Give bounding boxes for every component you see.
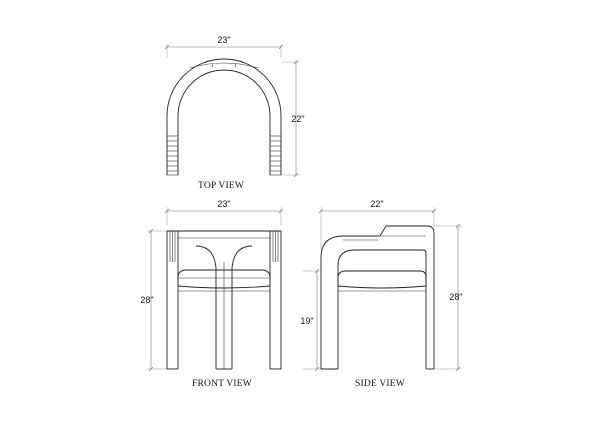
- side-view-height-dimension: [434, 223, 462, 372]
- front-view-title: FRONT VIEW: [192, 379, 252, 389]
- front-view: 23" 28": [140, 199, 284, 389]
- side-view: 22" 28" 19": [300, 199, 462, 389]
- side-view-depth-dimension: [318, 207, 437, 250]
- side-view-height-label: 28": [449, 292, 462, 302]
- front-view-left-rib: [169, 231, 176, 262]
- front-view-height-label: 28": [140, 295, 153, 305]
- top-view-width-label: 23": [217, 35, 230, 45]
- front-view-right-rib: [272, 231, 279, 262]
- top-view-width-dimension: [164, 44, 284, 58]
- front-view-width-dimension: [164, 207, 284, 226]
- side-view-chair: [320, 225, 435, 370]
- front-view-chair: [166, 230, 282, 370]
- top-view: 23" 22": [164, 35, 305, 191]
- top-view-depth-dimension: [282, 59, 300, 178]
- side-view-seat-height-dimension: [303, 268, 321, 372]
- side-view-title: SIDE VIEW: [355, 379, 405, 389]
- side-view-depth-label: 22": [370, 199, 383, 209]
- front-view-width-label: 23": [217, 199, 230, 209]
- top-view-title: TOP VIEW: [198, 181, 244, 191]
- side-view-seat-height-label: 19": [300, 316, 313, 326]
- front-view-height-dimension: [147, 228, 167, 372]
- top-view-depth-label: 22": [291, 114, 304, 124]
- top-view-chair: [166, 58, 282, 176]
- top-view-left-rib: [166, 135, 179, 176]
- top-view-right-rib: [269, 135, 282, 176]
